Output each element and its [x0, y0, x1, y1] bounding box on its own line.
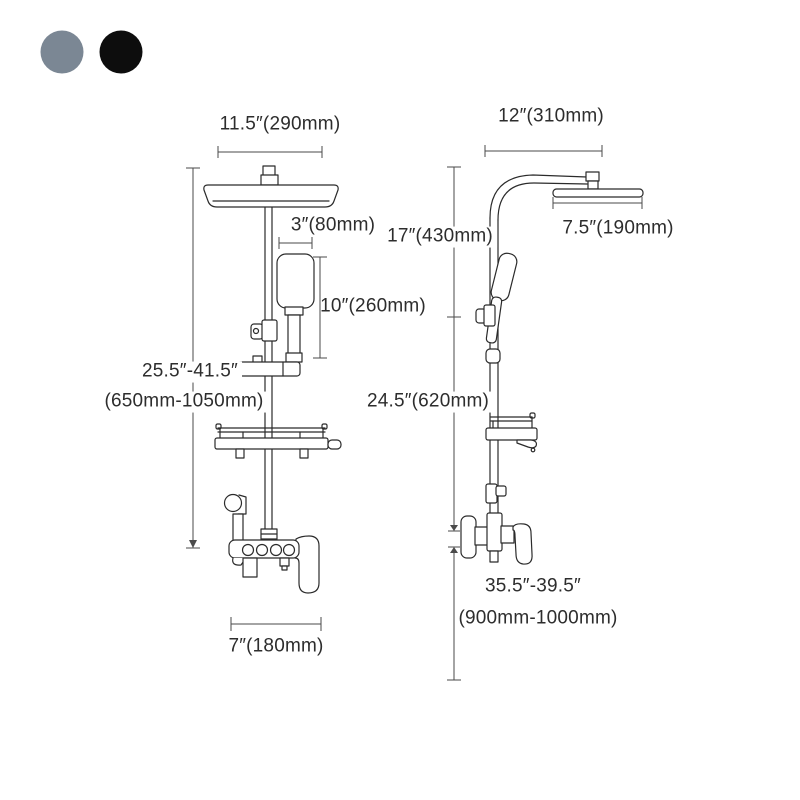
color-swatch-grey[interactable] — [40, 30, 84, 74]
dim-line-faucet-width — [230, 617, 322, 631]
lever-handle-side — [512, 523, 533, 565]
pole-collar-front — [260, 528, 278, 540]
dim-label-install-height-mm: (900mm-1000mm) — [458, 607, 618, 629]
hand-shower-front — [276, 253, 315, 363]
storage-shelf-front — [214, 423, 342, 459]
hand-shower-side — [475, 252, 518, 344]
hose-connector-side — [485, 348, 501, 364]
faucet-body-front — [228, 535, 320, 594]
dim-line-head-width — [217, 146, 323, 158]
dim-label-mid-height: 24.5″(620mm) — [362, 391, 494, 413]
lever-handle-front — [294, 535, 320, 594]
rain-shower-head-side — [552, 171, 644, 198]
valve-body-side — [460, 512, 533, 565]
shower-pole-side — [489, 174, 588, 515]
dim-label-upper-height: 17″(430mm) — [383, 226, 497, 248]
sprayer-holder-side — [485, 483, 507, 504]
dim-label-head-width: 11.5″(290mm) — [219, 113, 341, 135]
storage-shelf-side — [485, 412, 538, 453]
color-swatches — [40, 30, 143, 74]
front-view-drawing — [203, 165, 342, 594]
dim-label-hand-shower-width: 3″(80mm) — [290, 214, 376, 236]
dim-label-riser-height-mm: (650mm-1050mm) — [100, 391, 268, 413]
slide-bracket-front — [237, 355, 301, 377]
dim-line-hand-shower-height — [313, 256, 327, 359]
dim-line-hand-shower-width — [278, 237, 313, 249]
dim-label-hand-shower-height: 10″(260mm) — [320, 295, 426, 317]
rain-shower-head-front — [203, 165, 339, 208]
side-view-drawing — [460, 171, 644, 565]
dim-label-top-offset: 12″(310mm) — [498, 105, 604, 127]
dim-label-riser-height-in: 25.5″-41.5″ — [138, 361, 242, 383]
color-swatch-black[interactable] — [99, 30, 143, 74]
bidet-sprayer-front — [223, 493, 247, 543]
dim-line-head-depth — [552, 197, 643, 209]
dim-label-install-height-in: 35.5″-39.5″ — [485, 575, 581, 597]
dim-label-faucet-width: 7″(180mm) — [228, 635, 324, 657]
slider-holder-front — [250, 319, 278, 342]
dim-line-riser-height — [186, 167, 200, 549]
dim-label-head-depth: 7.5″(190mm) — [562, 217, 674, 239]
dim-line-top-offset — [484, 145, 603, 157]
